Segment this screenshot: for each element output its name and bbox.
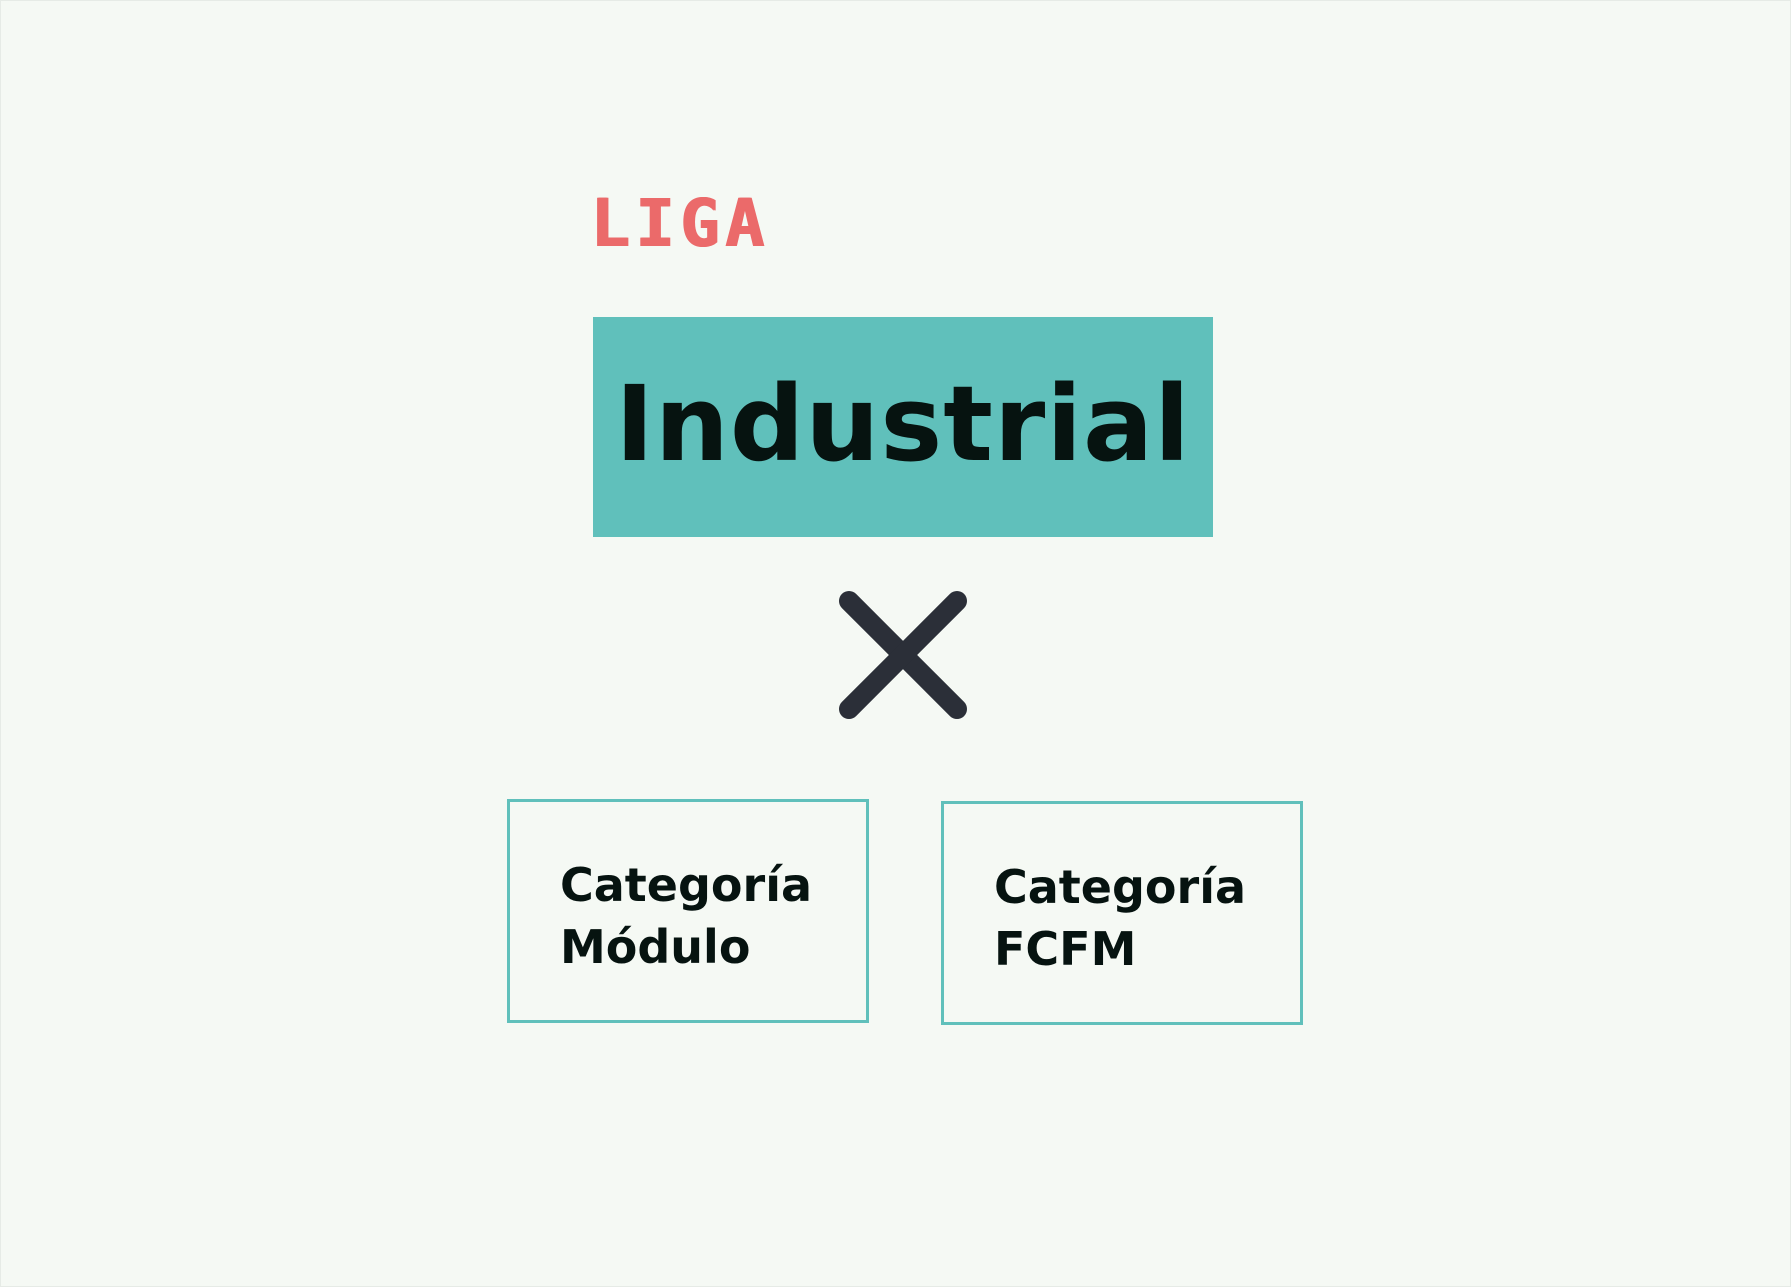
industrial-label: Industrial bbox=[615, 363, 1191, 485]
category-text: Categoría Módulo bbox=[560, 854, 812, 978]
industrial-box: Industrial bbox=[593, 317, 1213, 537]
category-line2: Módulo bbox=[560, 920, 751, 974]
category-line2: FCFM bbox=[994, 922, 1137, 976]
liga-title: LIGA bbox=[591, 185, 771, 262]
category-box-modulo: Categoría Módulo bbox=[507, 799, 869, 1023]
category-box-fcfm: Categoría FCFM bbox=[941, 801, 1303, 1025]
category-line1: Categoría bbox=[994, 860, 1247, 914]
category-text: Categoría FCFM bbox=[994, 856, 1246, 980]
category-line1: Categoría bbox=[560, 858, 813, 912]
times-icon bbox=[839, 591, 967, 719]
